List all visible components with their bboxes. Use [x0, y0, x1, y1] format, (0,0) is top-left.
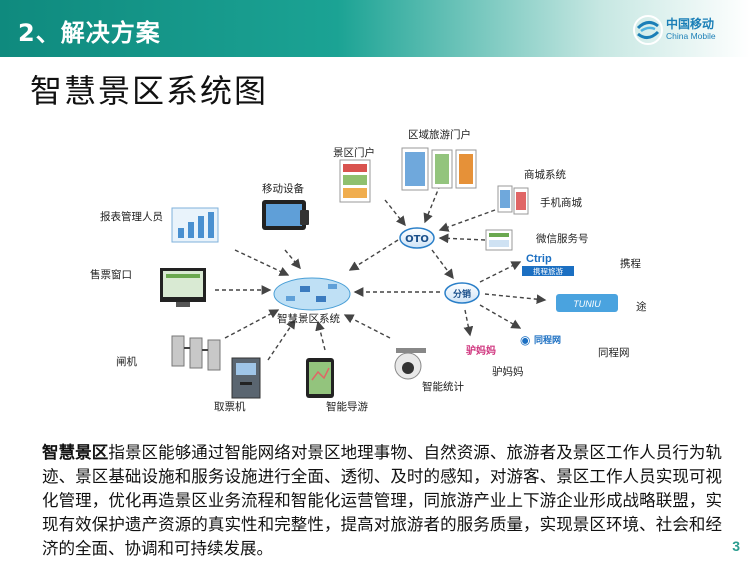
gate-icon — [171, 335, 185, 367]
smart-guide-node: 智能导游 — [306, 358, 368, 413]
mobile-device-node: 移动设备 — [262, 182, 309, 230]
description-paragraph: 智慧景区指景区能够通过智能网络对景区地理事物、自然资源、旅游者及景区工作人员行为… — [42, 441, 722, 561]
arrow-distribution-lvmama — [463, 309, 474, 337]
mall-system-node: 商城系统 手机商城 — [497, 168, 582, 215]
connection-arrows — [215, 184, 547, 361]
ly-logo-mark: ◉ — [520, 333, 530, 347]
lvmama-logo: 驴妈妈 — [466, 344, 496, 357]
arrow-gate — [224, 309, 280, 339]
ly-node: ◉ 同程网 同程网 — [520, 333, 630, 359]
distribution-hub: 分销 — [444, 282, 480, 304]
smart-scenic-system-node: 智慧景区系统 — [273, 277, 351, 325]
arrow-report-staff — [234, 249, 290, 276]
smart-stats-label: 智能统计 — [422, 380, 464, 393]
regional-portal-node: 区域旅游门户 — [401, 128, 477, 191]
ctrip-label: 携程 — [620, 257, 641, 270]
arrow-smart-stats — [343, 314, 391, 339]
arrow-mobile-device — [284, 249, 301, 270]
ticket-machine-label: 取票机 — [214, 400, 246, 413]
ctrip-node: Ctrip 携程旅游 携程 — [522, 250, 641, 276]
arrow-mall-oto — [438, 209, 496, 232]
china-mobile-logo-icon — [633, 15, 663, 45]
ticket-machine-node: 取票机 — [214, 357, 261, 413]
china-mobile-logo: 中国移动 China Mobile — [632, 14, 732, 46]
arrow-oto-center — [348, 239, 399, 271]
tuniu-label: 途 — [636, 300, 647, 313]
description-text: 指景区能够通过智能网络对景区地理事物、自然资源、旅游者及景区工作人员行为轨迹、景… — [42, 443, 723, 558]
system-diagram: 智慧景区系统 OTO 分销 报表管理人员 移动设备 景区门户 — [90, 128, 647, 413]
smart-guide-label: 智能导游 — [326, 400, 368, 413]
gate-label: 闸机 — [116, 355, 137, 368]
header-bar: 2、解决方案 中国移动 China Mobile — [0, 0, 750, 57]
page-title: 智慧景区系统图 — [30, 72, 269, 110]
distribution-hub-label: 分销 — [453, 288, 471, 300]
ly-logo: 同程网 — [534, 334, 561, 346]
scenic-portal-node: 景区门户 — [333, 146, 375, 203]
mobile-mall-label: 手机商城 — [540, 196, 582, 209]
logo-name-en: China Mobile — [666, 31, 716, 41]
description-term: 智慧景区 — [42, 443, 109, 462]
lvmama-node: 驴妈妈 驴妈妈 — [466, 344, 524, 378]
regional-portal-label: 区域旅游门户 — [408, 128, 471, 141]
arrow-distribution-ly — [479, 304, 522, 329]
mobile-device-label: 移动设备 — [262, 182, 304, 195]
oto-hub-label: OTO — [405, 234, 429, 245]
arrow-regional-oto — [423, 184, 441, 224]
arrow-distribution-tuniu — [484, 293, 547, 305]
arrow-portal-oto — [384, 199, 406, 227]
lvmama-label: 驴妈妈 — [492, 365, 524, 378]
center-label: 智慧景区系统 — [277, 312, 340, 325]
tuniu-logo — [556, 294, 618, 312]
arrow-wechat-oto — [438, 233, 486, 244]
arrow-oto-distribution — [431, 249, 454, 280]
tuniu-node: TUNIU 途 — [556, 294, 647, 313]
section-title: 2、解决方案 — [18, 19, 161, 47]
tuniu-logo-mark: TUNIU — [573, 299, 601, 309]
arrow-distribution-ctrip — [479, 261, 522, 283]
network-hub-icon — [273, 277, 351, 311]
page-number: 3 — [732, 538, 740, 554]
report-staff-node: 报表管理人员 — [100, 207, 219, 243]
ctrip-logo-text: 携程旅游 — [533, 266, 563, 276]
mall-system-label: 商城系统 — [524, 168, 566, 181]
oto-hub: OTO — [399, 227, 435, 249]
ticket-window-label: 售票窗口 — [90, 268, 132, 281]
gate-node: 闸机 — [116, 335, 221, 371]
ticket-window-node: 售票窗口 — [90, 268, 206, 307]
arrow-ticket-machine — [267, 318, 296, 361]
logo-name-cn: 中国移动 — [666, 17, 715, 31]
scenic-portal-label: 景区门户 — [333, 146, 375, 159]
report-staff-label: 报表管理人员 — [100, 210, 163, 223]
ly-label: 同程网 — [598, 347, 630, 359]
arrow-smart-guide — [315, 320, 326, 351]
wechat-node: 微信服务号 — [485, 229, 589, 251]
wechat-label: 微信服务号 — [536, 232, 589, 245]
smart-stats-node: 智能统计 — [394, 348, 464, 393]
ctrip-logo-mark: Ctrip — [526, 253, 552, 265]
